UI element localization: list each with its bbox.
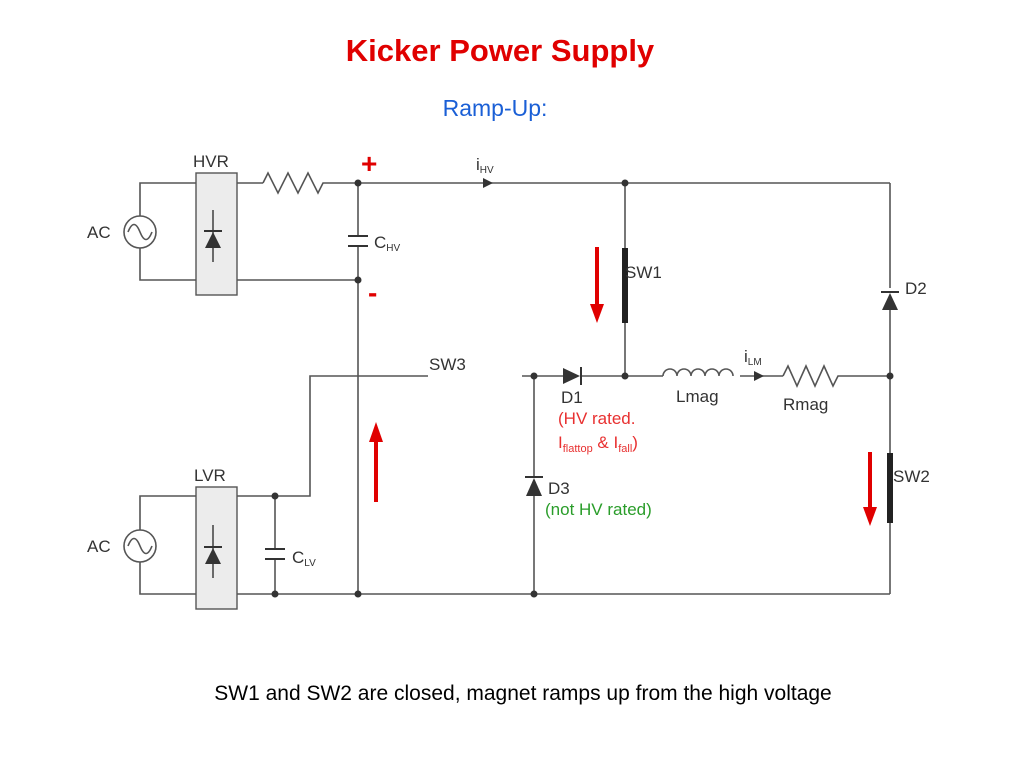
ac-source-bottom-icon — [123, 529, 157, 563]
hvr-label: HVR — [193, 152, 229, 171]
diode-d3-icon — [525, 476, 543, 496]
i-hv-arrow-icon — [483, 178, 493, 188]
rmag-label: Rmag — [783, 395, 828, 414]
page-title: Kicker Power Supply — [345, 33, 655, 68]
rmag-resistor-icon — [782, 364, 842, 388]
c-hv-label: CHV — [374, 233, 401, 254]
capacitor-hv-icon — [348, 235, 368, 247]
diode-d1-icon — [563, 367, 582, 385]
c-lv-label: CLV — [292, 548, 316, 569]
hv-resistor-icon — [262, 171, 327, 195]
capacitor-lv-icon — [265, 548, 285, 560]
current-arrow-sw2-down-icon — [863, 452, 877, 526]
wires — [139, 182, 891, 595]
diode-d2-icon — [881, 291, 899, 310]
ac-top-label: AC — [87, 223, 111, 242]
d3-note: (not HV rated) — [545, 500, 652, 519]
lmag-inductor-icon — [662, 368, 734, 377]
sw1-label: SW1 — [625, 263, 662, 282]
i-lm-label: iLM — [744, 347, 762, 368]
hvr-rectifier — [195, 172, 238, 296]
i-hv-label: iHV — [476, 155, 494, 176]
plus-sign: + — [361, 148, 377, 179]
ac-source-top-icon — [123, 215, 157, 249]
lvr-rectifier — [195, 486, 238, 610]
d3-label: D3 — [548, 479, 570, 498]
sw1-switch-icon — [622, 248, 628, 323]
sw2-switch-icon — [887, 453, 893, 523]
junction-nodes — [271, 179, 894, 598]
ac-bottom-label: AC — [87, 537, 111, 556]
lmag-label: Lmag — [676, 387, 719, 406]
d1-note-line2: Iflattop & Ifall) — [558, 433, 638, 455]
lvr-label: LVR — [194, 466, 226, 485]
i-lm-arrow-icon — [754, 371, 764, 381]
page-subtitle: Ramp-Up: — [442, 95, 548, 121]
slide-caption: SW1 and SW2 are closed, magnet ramps up … — [214, 682, 832, 705]
d2-label: D2 — [905, 279, 927, 298]
sw2-label: SW2 — [893, 467, 930, 486]
current-arrow-sw1-down-icon — [590, 247, 604, 323]
d1-label: D1 — [561, 388, 583, 407]
current-arrow-sw3-up-icon — [369, 422, 383, 502]
d1-note-line1: (HV rated. — [558, 409, 635, 428]
minus-sign: - — [368, 277, 377, 308]
sw3-label: SW3 — [429, 355, 466, 374]
